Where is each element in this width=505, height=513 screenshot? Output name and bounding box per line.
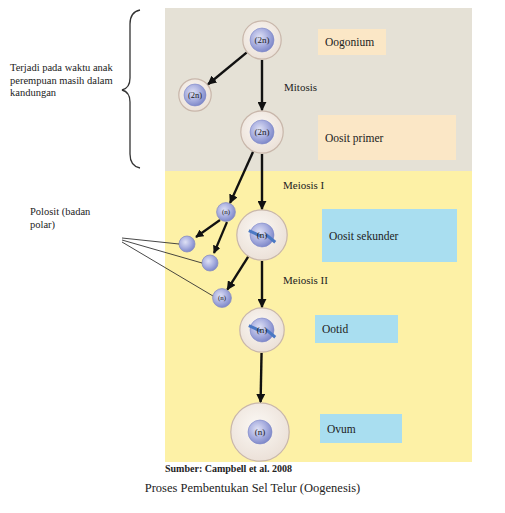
stage-label-box: Oosit primer xyxy=(318,115,456,160)
division-arrow xyxy=(227,257,248,290)
leader-line xyxy=(122,238,213,296)
cell: (2n) xyxy=(240,110,284,154)
stage-name: Ovum xyxy=(327,423,356,435)
stage-label-box: Ootid xyxy=(315,315,398,343)
cell: (2n) xyxy=(178,78,212,112)
source-note: Sumber: Campbell et al. 2008 xyxy=(165,463,485,475)
process-label: Mitosis xyxy=(284,81,317,93)
ploidy-label: (n) xyxy=(216,202,236,222)
ploidy-label: (n) xyxy=(230,402,290,462)
cell: (2n) xyxy=(242,20,282,60)
stage-label-box: Oogonium xyxy=(318,29,386,55)
callout-label: Polosit (badan polar) xyxy=(30,206,110,231)
cell-membrane xyxy=(240,308,284,352)
division-arrow xyxy=(261,60,263,110)
ploidy-label: (n) xyxy=(239,307,285,353)
ploidy-label: (2n) xyxy=(240,110,284,154)
stage-name: Oogonium xyxy=(325,36,374,48)
division-arrow xyxy=(208,53,246,85)
division-arrow xyxy=(196,220,227,253)
division-arrow xyxy=(261,154,263,209)
cell-membrane xyxy=(237,210,287,260)
division-arrow xyxy=(230,152,253,203)
process-label: Meiosis II xyxy=(283,274,328,286)
ploidy-label: (n) xyxy=(236,209,288,261)
meiosis-band xyxy=(165,171,472,462)
cell: (n) xyxy=(230,402,290,462)
cell: (n) xyxy=(239,307,285,353)
division-arrow xyxy=(261,261,263,307)
polar-body-cell: (n) xyxy=(216,202,236,222)
figure-caption: Proses Pembentukan Sel Telur (Oogenesis) xyxy=(0,481,505,496)
polar-body-outline xyxy=(217,203,236,222)
brace-note: Terjadi pada waktu anak perempuan masih … xyxy=(10,62,126,100)
ploidy-label: (n) xyxy=(212,288,232,308)
stage-name: Oosit primer xyxy=(325,132,383,144)
cell-membrane xyxy=(241,111,283,153)
cell-membrane xyxy=(179,79,211,111)
cell-membrane xyxy=(243,21,281,59)
stage-label-box: Ovum xyxy=(320,414,402,443)
stage-label-box: Oosit sekunder xyxy=(322,209,457,262)
polar-body-outline xyxy=(213,289,232,308)
process-label: Meiosis I xyxy=(283,179,324,191)
division-arrow xyxy=(259,353,262,402)
polar-body-cell: (n) xyxy=(212,288,232,308)
polar-body-symbol xyxy=(179,236,218,271)
mitosis-band xyxy=(165,8,472,171)
ploidy-label: (2n) xyxy=(178,78,212,112)
stage-name: Ootid xyxy=(322,323,348,335)
brace xyxy=(122,10,140,168)
ploidy-label: (2n) xyxy=(242,20,282,60)
stage-name: Oosit sekunder xyxy=(329,230,398,242)
cell-membrane xyxy=(231,403,289,461)
cell: (n) xyxy=(236,209,288,261)
